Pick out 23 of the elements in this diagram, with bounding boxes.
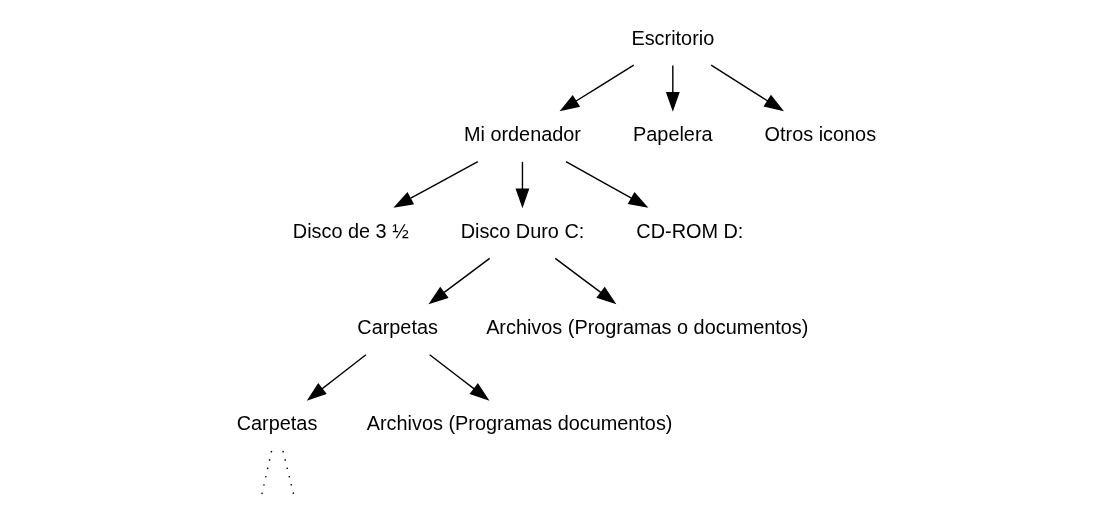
connector	[282, 450, 295, 497]
arrow	[710, 64, 784, 112]
arrow	[428, 257, 491, 305]
arrow	[393, 160, 479, 208]
connector	[260, 450, 273, 497]
node-text: Disco de 3 ½	[292, 219, 409, 242]
node-text: Papelera	[633, 123, 713, 146]
node-text: Disco Duro C:	[460, 219, 585, 242]
arrow	[665, 64, 680, 112]
node-text: Archivos (Programas o documentos)	[486, 316, 809, 339]
node-text: Otros iconos	[764, 123, 877, 146]
node-text: Carpetas	[236, 412, 318, 435]
node-text: CD-ROM D:	[636, 219, 744, 242]
node-text: Archivos (Programas documentos)	[366, 412, 673, 435]
arrow	[306, 354, 367, 401]
arrow	[428, 354, 490, 401]
arrow	[565, 160, 649, 208]
node-text: Escritorio	[631, 26, 715, 49]
node-text: Carpetas	[357, 316, 438, 339]
arrow	[559, 64, 635, 112]
arrow	[515, 161, 530, 209]
arrow	[554, 257, 617, 305]
node-text: Mi ordenador	[463, 123, 581, 146]
